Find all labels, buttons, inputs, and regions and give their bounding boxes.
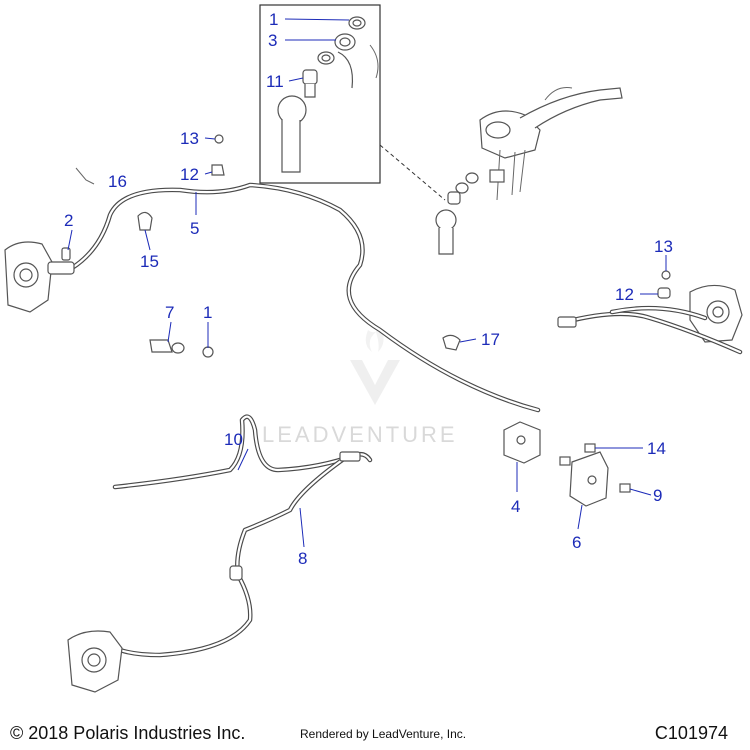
callout-12-right: 12 — [615, 285, 634, 304]
diagram-id: C101974 — [654, 723, 728, 743]
callout-16: 16 — [108, 172, 127, 191]
rear-brake-lines — [112, 414, 373, 658]
callout-15: 15 — [140, 252, 159, 271]
callout-8: 8 — [298, 549, 307, 568]
brake-line-5 — [69, 182, 541, 413]
callout-4: 4 — [511, 497, 520, 516]
caliper-rear — [67, 630, 123, 693]
rendered-by-text: Rendered by LeadVenture, Inc. — [300, 727, 467, 741]
callout-7: 7 — [165, 303, 174, 322]
callout-labels: 1 3 11 13 12 16 2 5 15 7 1 17 13 12 10 4… — [64, 10, 673, 568]
callout-9: 9 — [653, 486, 662, 505]
callout-2: 2 — [64, 211, 73, 230]
callout-1: 1 — [203, 303, 212, 322]
inset-detail — [259, 4, 446, 201]
copyright-text: © 2018 Polaris Industries Inc. — [10, 723, 246, 743]
callout-1-inset: 1 — [269, 10, 278, 29]
callout-14: 14 — [647, 439, 666, 458]
callout-13-right: 13 — [654, 237, 673, 256]
watermark-text: LEADVENTURE — [262, 422, 458, 447]
leader-lines — [67, 18, 667, 548]
callout-11: 11 — [266, 72, 284, 91]
caliper-front-right — [557, 284, 743, 355]
callout-17: 17 — [481, 330, 500, 349]
small-parts — [61, 134, 671, 507]
watermark-logo — [350, 326, 400, 405]
callout-10: 10 — [224, 430, 243, 449]
callout-12-upper: 12 — [180, 165, 199, 184]
master-cylinder — [435, 87, 623, 255]
caliper-front-left — [4, 241, 75, 313]
callout-5: 5 — [190, 219, 199, 238]
callout-13-upper: 13 — [180, 129, 199, 148]
callout-3: 3 — [268, 31, 277, 50]
callout-6: 6 — [572, 533, 581, 552]
